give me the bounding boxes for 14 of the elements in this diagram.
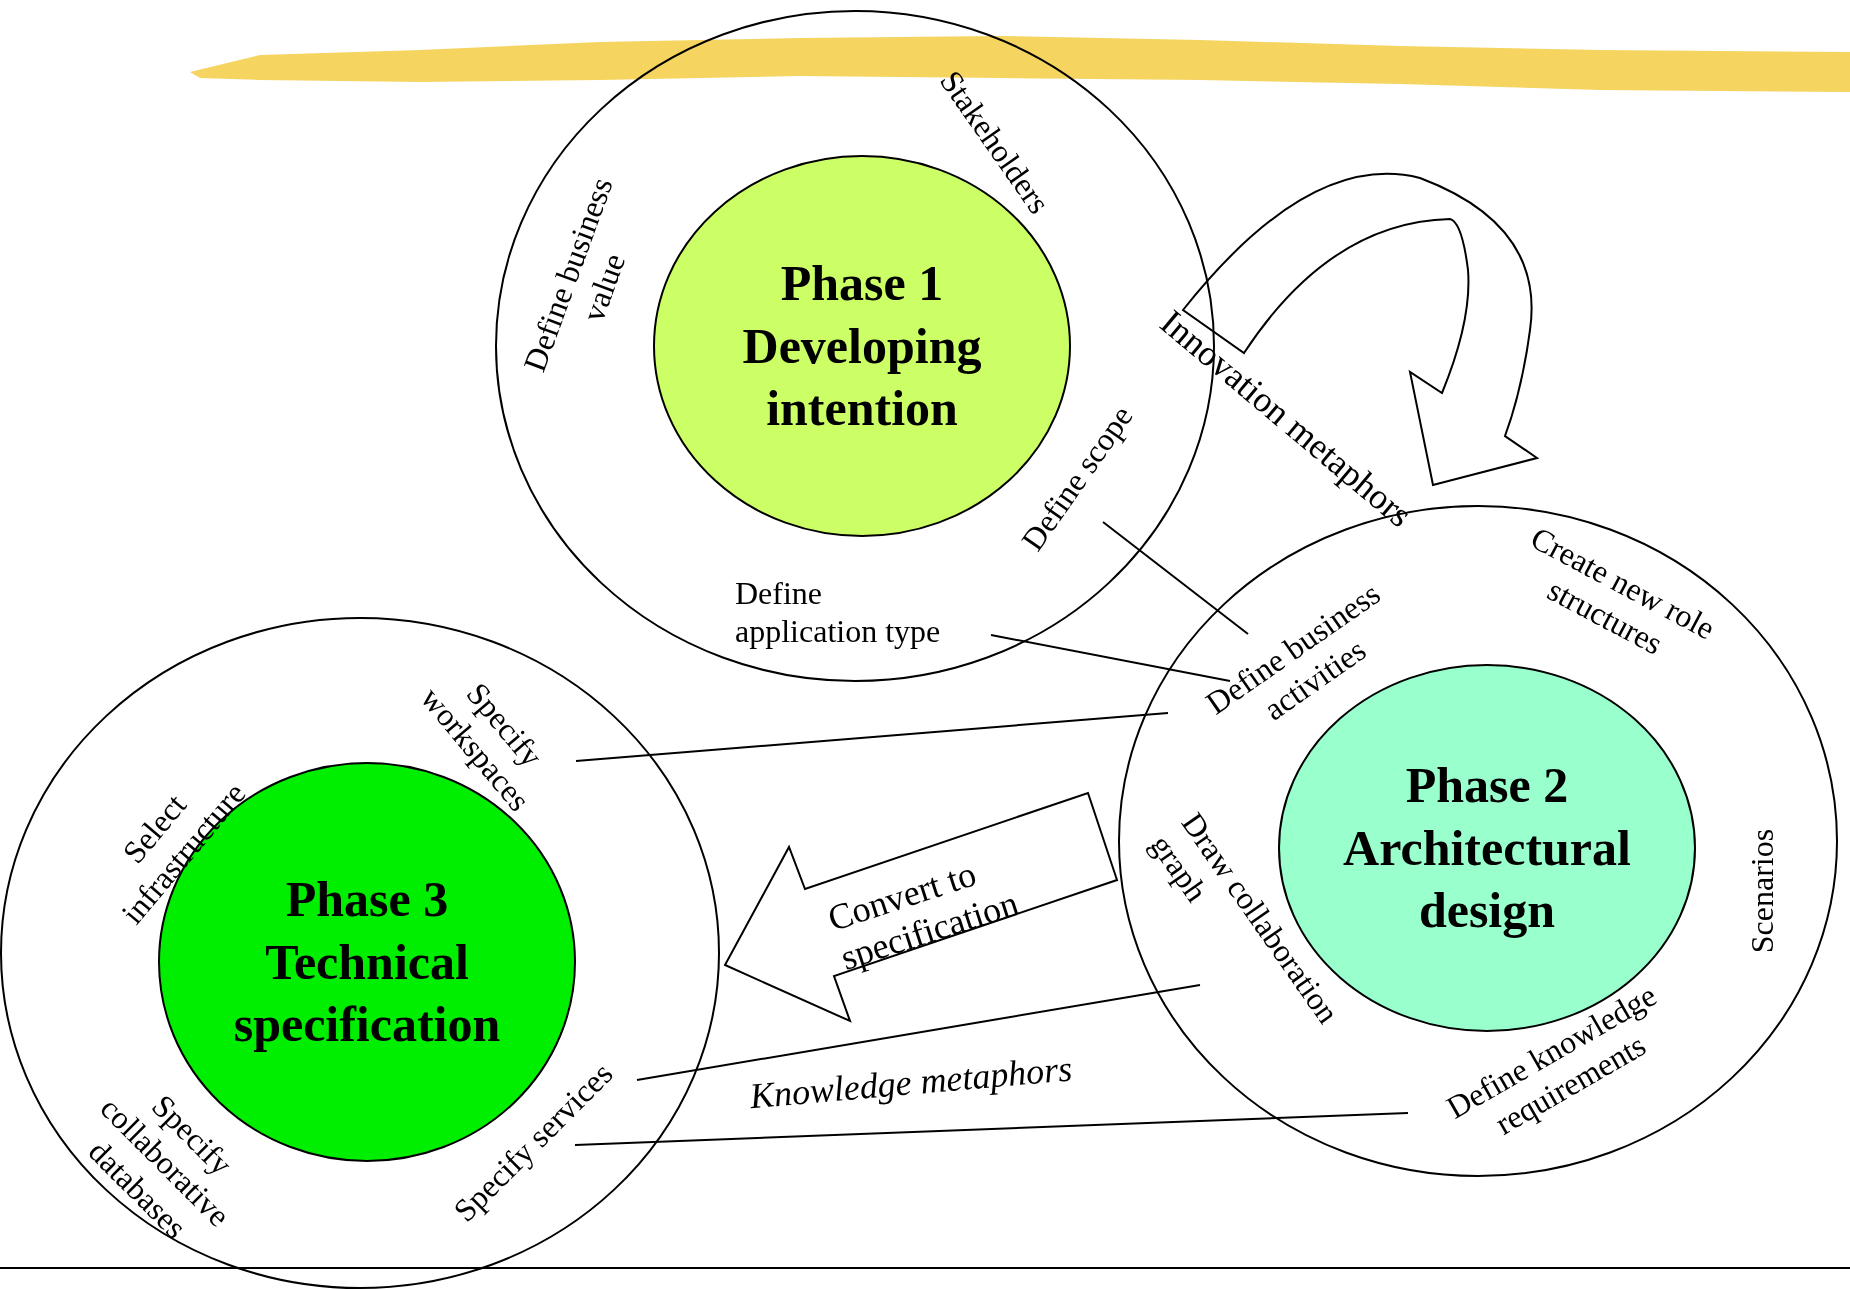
step-label: Scenarios (1742, 828, 1782, 954)
phase-title: Phase 3 Technical specification (233, 871, 502, 1055)
connector-line (1102, 521, 1249, 635)
connector-line (636, 984, 1201, 1081)
connector-line (574, 1112, 1409, 1146)
connector-line (990, 634, 1231, 682)
phase-title: Phase 1 Developing intention (741, 254, 983, 439)
connector-line (575, 712, 1169, 762)
ring-circle (0, 617, 720, 1289)
phase-title: Phase 2 Architectural design (1342, 756, 1632, 941)
block-arrow (1182, 172, 1538, 486)
note-text: Knowledge metaphors (748, 1048, 1074, 1118)
step-label: Define application type (735, 573, 965, 651)
block-arrow (723, 791, 1119, 1023)
